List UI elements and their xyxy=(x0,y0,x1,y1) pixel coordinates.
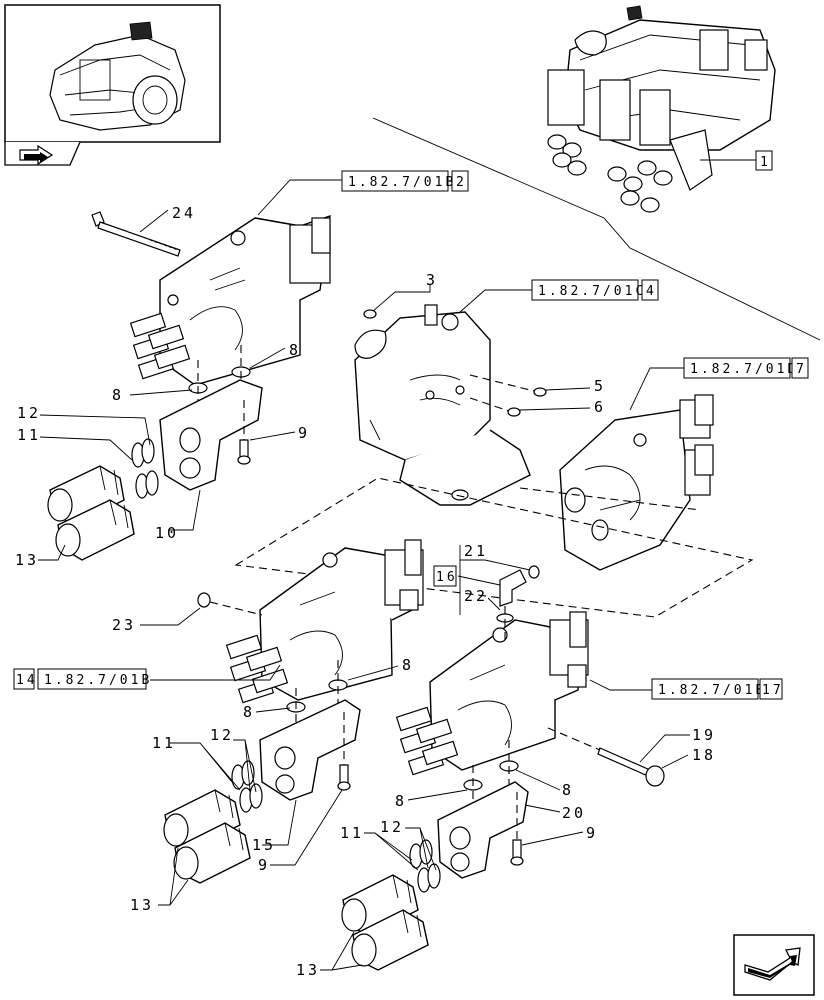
dashed-assembly-frame xyxy=(234,477,754,618)
reference-code: 1.82.7/01B xyxy=(348,175,456,190)
reference-number: 7 xyxy=(796,362,807,377)
label-9: 9 xyxy=(586,824,598,842)
reference-number: 2 xyxy=(456,175,467,190)
o-ring-23 xyxy=(197,592,211,608)
valve-section-7-drawing xyxy=(559,394,714,571)
label-13: 13 xyxy=(15,551,39,569)
o-ring-6 xyxy=(507,407,521,417)
label-8: 8 xyxy=(289,341,301,359)
reference-number: 4 xyxy=(646,284,657,299)
label-20: 20 xyxy=(562,804,586,822)
reference-1: 1 xyxy=(755,150,773,171)
label-12: 12 xyxy=(17,404,41,422)
label-10: 10 xyxy=(155,524,179,542)
valve-section-2-drawing xyxy=(129,214,331,386)
elbow-fitting-16 xyxy=(496,565,540,640)
reference-16: 16 xyxy=(433,565,458,587)
label-9: 9 xyxy=(298,424,310,442)
reference-14: 14 1.82.7/01B xyxy=(13,668,152,690)
label-5: 5 xyxy=(594,377,606,395)
label-18: 18 xyxy=(692,746,716,764)
label-13: 13 xyxy=(296,961,320,979)
label-21: 21 xyxy=(464,542,488,560)
adapter-10-drawing xyxy=(159,379,263,491)
valve-section-4-drawing xyxy=(354,304,531,506)
label-11: 11 xyxy=(340,824,364,842)
label-8: 8 xyxy=(562,781,574,799)
quick-couplers-lower xyxy=(341,874,429,971)
reference-code: 1.82.7/01B xyxy=(658,683,766,698)
guide-line xyxy=(372,117,821,341)
bolt-18 xyxy=(597,747,665,787)
label-24: 24 xyxy=(172,204,196,222)
label-12: 12 xyxy=(380,818,404,836)
label-8: 8 xyxy=(243,703,255,721)
reference-code: 1.82.7/01C xyxy=(538,284,646,299)
label-8: 8 xyxy=(395,792,407,810)
label-22: 22 xyxy=(464,587,488,605)
label-12: 12 xyxy=(210,726,234,744)
reference-number: 16 xyxy=(436,570,458,585)
bolt-24-drawing xyxy=(91,211,181,257)
adapter-15-drawing xyxy=(259,699,361,801)
reference-number: 1 xyxy=(760,155,771,170)
label-3: 3 xyxy=(426,271,438,289)
screw-9 xyxy=(510,792,524,866)
reference-2: 1.82.7/01B 2 xyxy=(341,170,469,192)
adapter-20-drawing xyxy=(437,781,529,879)
label-23: 23 xyxy=(112,616,136,634)
label-8: 8 xyxy=(402,656,414,674)
reference-number: 17 xyxy=(762,683,784,698)
label-9: 9 xyxy=(258,856,270,874)
nav-arrow-icon[interactable] xyxy=(19,144,54,166)
tractor-thumbnail xyxy=(49,21,186,131)
o-ring-3 xyxy=(363,309,377,319)
label-15: 15 xyxy=(252,836,276,854)
screw-9 xyxy=(237,400,251,465)
reference-7: 1.82.7/01D 7 xyxy=(683,357,809,379)
label-19: 19 xyxy=(692,726,716,744)
o-ring-5 xyxy=(533,387,547,397)
seal-rings-upper xyxy=(131,438,159,499)
quick-couplers-middle xyxy=(163,789,251,884)
valve-section-14-drawing xyxy=(225,539,424,704)
label-13: 13 xyxy=(130,896,154,914)
label-11: 11 xyxy=(17,426,41,444)
reference-17: 1.82.7/01B 17 xyxy=(651,678,784,700)
next-page-arrow-icon[interactable] xyxy=(733,934,815,996)
screw-9 xyxy=(337,712,351,791)
label-6: 6 xyxy=(594,398,606,416)
reference-code: 1.82.7/01D xyxy=(690,362,798,377)
quick-couplers-upper xyxy=(47,465,135,561)
valve-section-17-drawing xyxy=(395,611,589,776)
reference-number: 14 xyxy=(16,673,38,688)
label-11: 11 xyxy=(152,734,176,752)
reference-code: 1.82.7/01B xyxy=(44,673,152,688)
thumbnail-panel xyxy=(4,4,221,166)
assembled-valve-drawing xyxy=(547,5,776,213)
label-8: 8 xyxy=(112,386,124,404)
seal-rings-lower xyxy=(409,839,441,893)
reference-4: 1.82.7/01C 4 xyxy=(531,279,659,301)
